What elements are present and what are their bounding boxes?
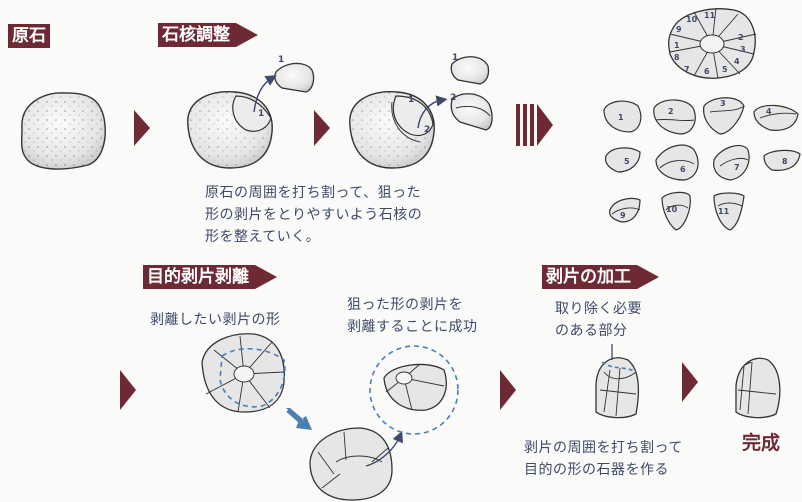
success-flake xyxy=(369,345,459,435)
core-step1 xyxy=(187,62,315,169)
flake-to-process xyxy=(595,344,640,419)
piece-number-11: 11 xyxy=(718,207,730,216)
disk-number-7: 7 xyxy=(684,65,690,74)
flake-shape-caption: 剥離したい剥片の形 xyxy=(150,312,281,328)
flake-processing-label: 剥片の加工 xyxy=(542,265,659,289)
prepared-core-disk xyxy=(668,7,757,79)
multi-step-arrow xyxy=(516,104,553,146)
remaining-core xyxy=(309,427,403,501)
piece-number-9: 9 xyxy=(620,211,626,220)
core1-number-b: 1 xyxy=(258,109,264,119)
raw-stone-label: 原石 xyxy=(8,24,50,48)
core2-number-b: 1 xyxy=(408,95,414,105)
flake-pieces xyxy=(603,97,801,231)
done-label: 完成 xyxy=(742,432,781,454)
success-caption: 狙った形の剥片を 剥離することに成功 xyxy=(347,297,478,335)
piece-number-7: 7 xyxy=(734,163,740,172)
core2-number-d: 2 xyxy=(424,125,430,135)
step-arrow-3 xyxy=(120,370,136,410)
flake-piece-scars xyxy=(611,105,797,215)
step-arrow-2 xyxy=(314,110,330,146)
finish-caption: 剥片の周囲を打ち割って 目的の形の石器を作る xyxy=(524,440,683,478)
core2-number-c: 2 xyxy=(450,93,456,103)
step-arrow-5 xyxy=(682,362,698,402)
piece-number-6: 6 xyxy=(680,165,686,174)
piece-number-8: 8 xyxy=(782,157,788,166)
disk-numbers: 1 2 3 4 5 6 7 8 9 10 11 xyxy=(674,11,746,76)
step-arrow-4 xyxy=(500,370,516,410)
disk-number-6: 6 xyxy=(704,67,710,76)
step-arrow-1 xyxy=(134,110,150,146)
core-prep-caption: 原石の周囲を打ち割って、狙った 形の剥片をとりやすいよう石核の 形を整えていく。 xyxy=(205,185,423,245)
piece-number-10: 10 xyxy=(666,205,678,214)
disk-number-5: 5 xyxy=(722,65,728,74)
remove-caption: 取り除く必要 のある部分 xyxy=(555,301,642,339)
piece-number-2: 2 xyxy=(668,107,674,116)
piece-number-3: 3 xyxy=(720,99,726,108)
core1-number-a: 1 xyxy=(278,55,284,65)
target-flake-label: 目的剥片剥離 xyxy=(143,265,277,289)
core2-number-a: 1 xyxy=(452,53,458,63)
finished-tool xyxy=(735,357,781,419)
piece-number-5: 5 xyxy=(624,157,630,166)
disk-number-11: 11 xyxy=(704,11,716,20)
piece-number-4: 4 xyxy=(766,107,772,116)
raw-stone-shape xyxy=(20,92,106,170)
disk-number-4: 4 xyxy=(734,57,740,66)
disk-number-10: 10 xyxy=(686,15,698,24)
disk-number-9: 9 xyxy=(676,25,682,34)
core-step2 xyxy=(349,56,493,169)
disk-number-1: 1 xyxy=(674,41,680,50)
core-with-target xyxy=(201,333,286,413)
piece-numbers: 1 2 3 4 5 6 7 8 9 10 11 xyxy=(618,99,788,220)
disk-number-2: 2 xyxy=(738,33,744,42)
core-prep-label: 石核調整 xyxy=(158,23,258,47)
piece-number-1: 1 xyxy=(618,113,624,122)
disk-number-3: 3 xyxy=(740,45,746,54)
disk-number-8: 8 xyxy=(674,53,680,62)
